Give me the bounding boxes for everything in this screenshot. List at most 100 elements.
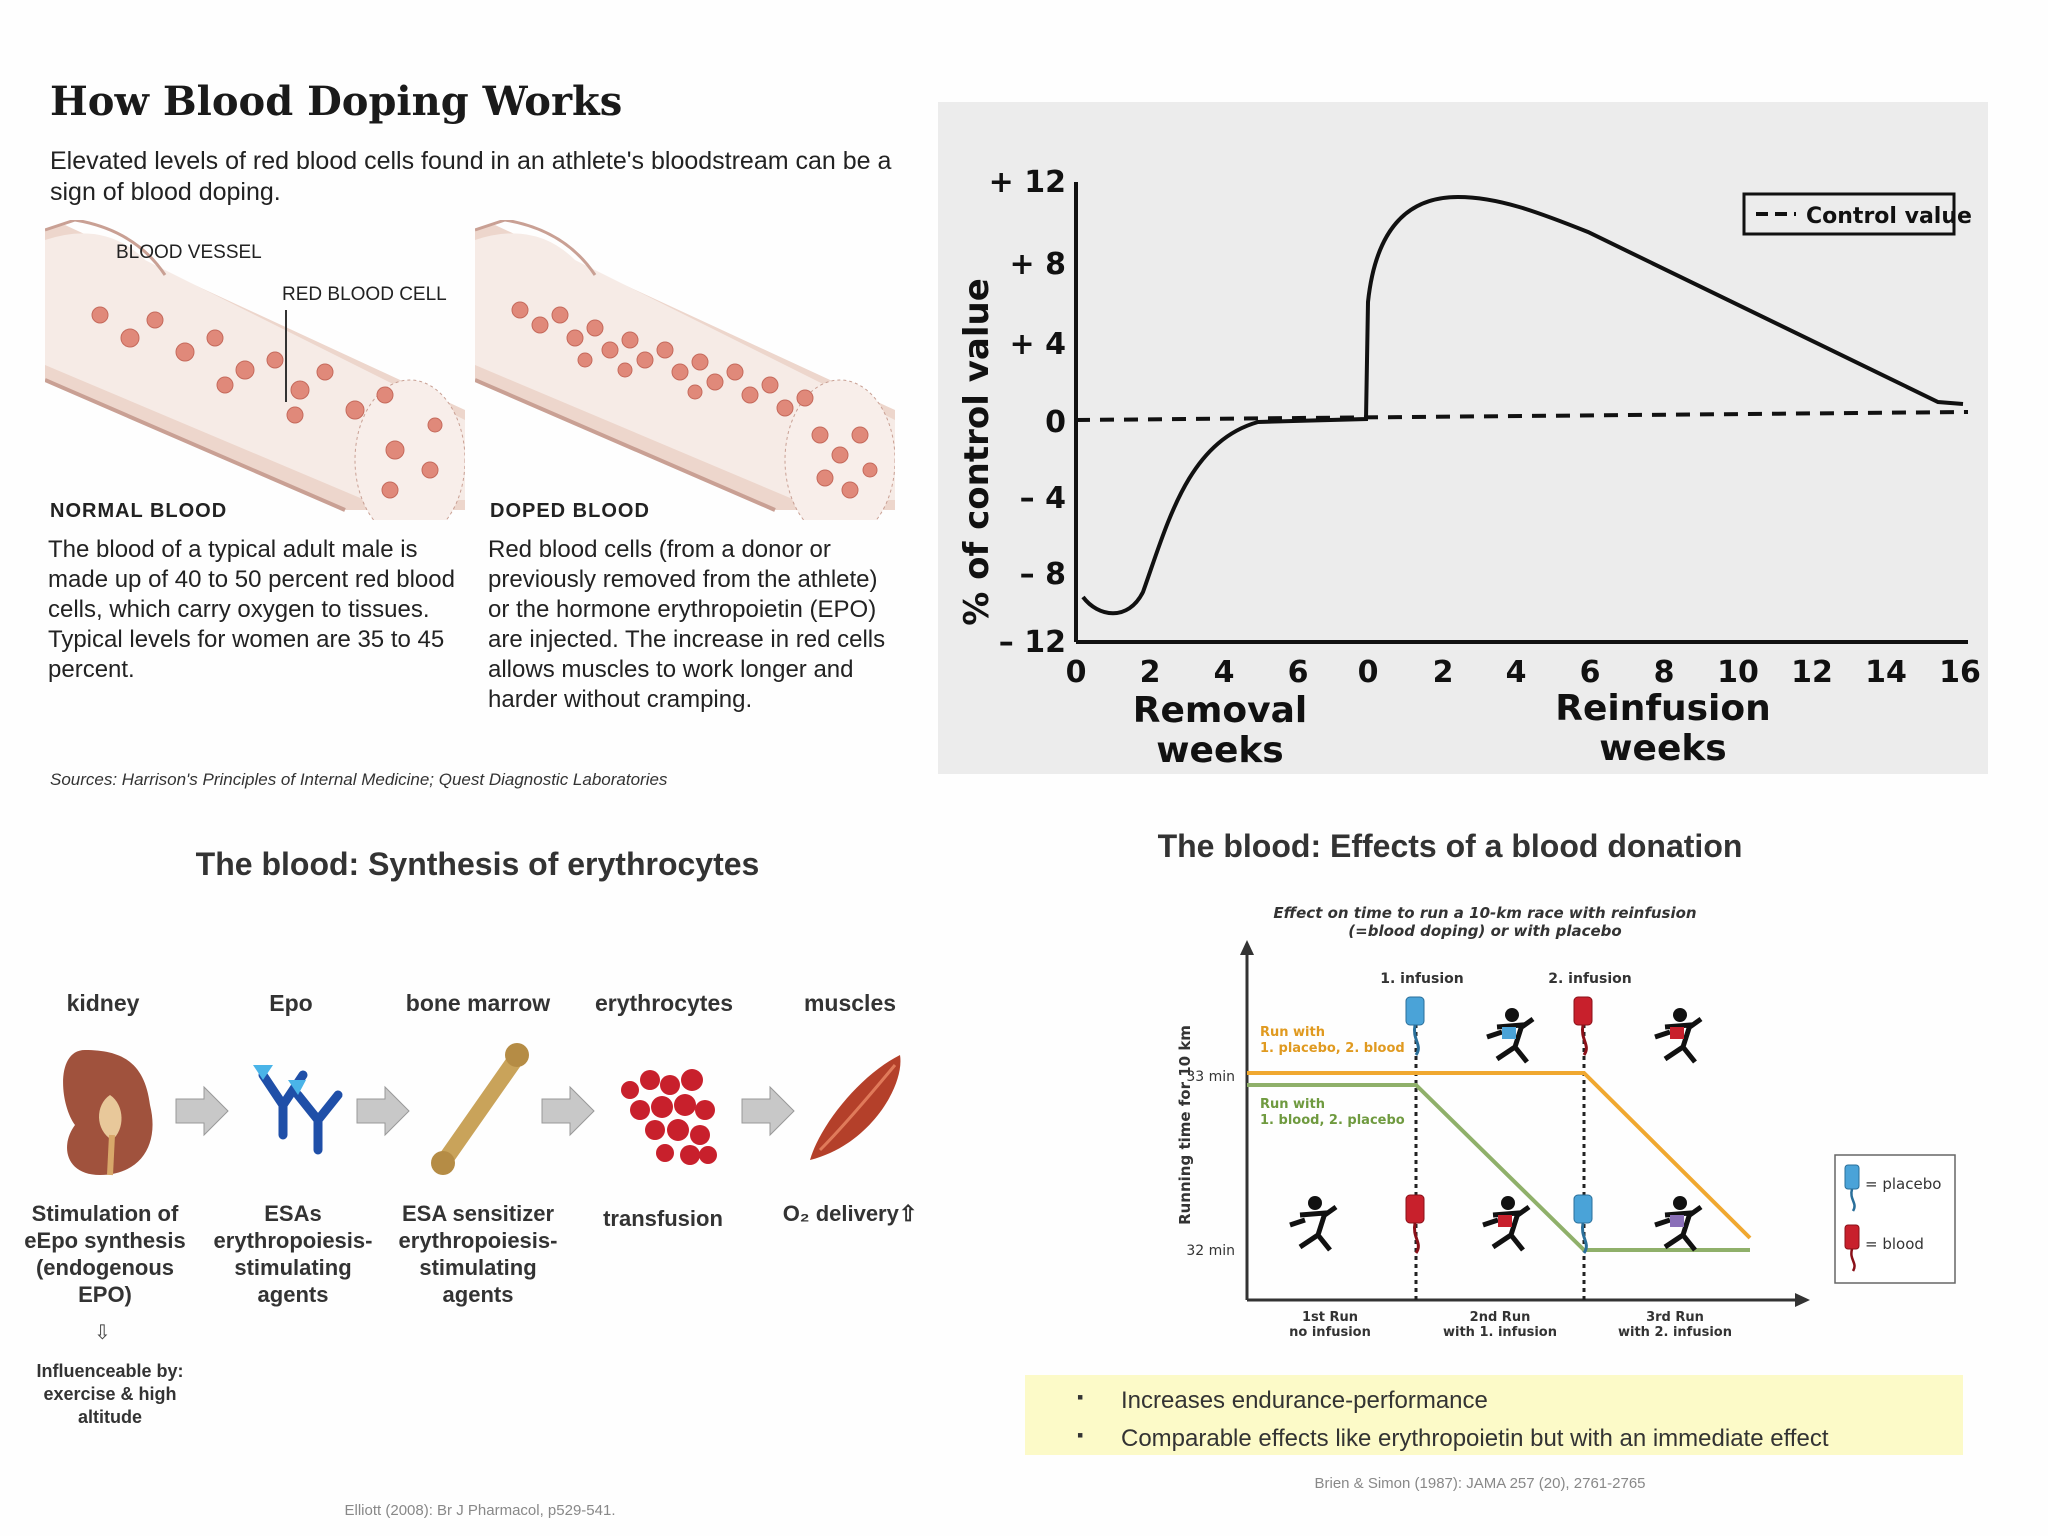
legend-blood-label: = blood <box>1865 1235 1924 1253</box>
runner-placebo-icon <box>1486 1008 1535 1064</box>
ytick-high: 33 min <box>1186 1069 1235 1085</box>
doped-blood-heading: DOPED BLOOD <box>490 500 650 522</box>
series-orange-line <box>1247 1071 1752 1240</box>
donation-title: The blood: Effects of a blood donation <box>1157 828 1743 864</box>
xtick-reinfusion: 12 <box>1791 655 1833 690</box>
legend-label: Control value <box>1806 204 1972 229</box>
label-red-blood-cell: RED BLOOD CELL <box>282 284 447 305</box>
donation-citation: Brien & Simon (1987): JAMA 257 (20), 276… <box>1314 1475 1646 1492</box>
data-curve <box>1081 194 1964 616</box>
arrow-right-icon <box>741 1085 795 1137</box>
reinfusion-label: Reinfusion <box>1555 688 1771 729</box>
step-label-kidney: kidney <box>66 990 140 1016</box>
doped-vessel-illustration <box>475 220 895 520</box>
y-axis-label: Running time for 10 km <box>1176 1025 1194 1225</box>
chart-title-line-1: Effect on time to run a 10-km race with … <box>1273 904 1696 922</box>
run-1-sub: no infusion <box>1289 1325 1371 1340</box>
xtick-reinfusion: 16 <box>1939 655 1981 690</box>
blood-bag-icon <box>1573 996 1593 1056</box>
xtick-reinfusion: 4 <box>1506 655 1527 690</box>
arrow-right-icon <box>356 1085 410 1137</box>
ytick: + 4 <box>1010 327 1066 362</box>
page-title: How Blood Doping Works <box>50 78 623 125</box>
doped-blood-text: Red blood cells (from a donor or previou… <box>488 536 886 713</box>
step-label-erythrocytes: erythrocytes <box>594 990 734 1016</box>
bone-icon <box>431 1043 529 1175</box>
xtick-reinfusion: 0 <box>1358 655 1379 690</box>
step-desc-erythrocytes: transfusion <box>603 1206 723 1231</box>
runner-icon <box>1289 1196 1338 1252</box>
step-label-muscles: muscles <box>803 990 897 1016</box>
series-orange-label-2: 1. placebo, 2. blood <box>1260 1041 1405 1056</box>
xtick-reinfusion: 10 <box>1717 655 1759 690</box>
y-axis-arrowhead <box>1240 940 1254 955</box>
step-desc-epo: ESAs erythropoiesis-stimulating agents <box>213 1201 373 1307</box>
arrow-right-icon <box>175 1085 229 1137</box>
ytick: 0 <box>1045 405 1066 440</box>
series-green-label-2: 1. blood, 2. placebo <box>1260 1113 1405 1128</box>
step-label-bone-marrow: bone marrow <box>405 990 551 1016</box>
step-label-epo: Epo <box>269 990 313 1016</box>
legend-box <box>1742 192 1956 236</box>
series-orange-label: Run with <box>1260 1025 1325 1040</box>
chart-title-line-2: (=blood doping) or with placebo <box>1348 922 1621 940</box>
placebo-bag-icon <box>1573 1194 1593 1254</box>
arrow-right-icon <box>541 1085 595 1137</box>
running-time-chart: Effect on time to run a 10-km race with … <box>1176 904 1956 1340</box>
xtick-removal: 6 <box>1288 655 1309 690</box>
series-green-label: Run with <box>1260 1097 1325 1112</box>
xtick-reinfusion: 2 <box>1433 655 1454 690</box>
step-desc-bone-marrow: ESA sensitizer erythropoiesis-stimulatin… <box>398 1201 558 1307</box>
sources-note: Sources: Harrison's Principles of Intern… <box>50 770 668 789</box>
erythrocytes-icon <box>621 1069 717 1165</box>
x-axis-arrowhead <box>1795 1293 1810 1307</box>
control-value-line <box>1075 410 1969 422</box>
synthesis-citation: Elliott (2008): Br J Pharmacol, p529-541… <box>344 1502 616 1519</box>
placebo-bag-icon <box>1405 996 1425 1056</box>
removal-reinfusion-chart: + 12 + 8 + 4 0 – 4 – 8 – 12 0 2 4 6 0 2 … <box>938 102 1988 774</box>
runner-placebo-icon <box>1654 1196 1703 1252</box>
normal-blood-heading: NORMAL BLOOD <box>50 500 228 522</box>
run-3-sub: with 2. infusion <box>1618 1325 1732 1340</box>
intro-text: Elevated levels of red blood cells found… <box>50 147 892 206</box>
step-desc-kidney: Stimulation of eEpo synthesis (endogenou… <box>24 1201 186 1307</box>
run-2-label: 2nd Run <box>1470 1310 1531 1325</box>
run-2-sub: with 1. infusion <box>1443 1325 1557 1340</box>
series-green-line <box>1247 1083 1750 1252</box>
bullet-text: Increases endurance-performance <box>1121 1387 1488 1414</box>
blood-bag-icon <box>1405 1194 1425 1254</box>
kidney-icon <box>63 1050 153 1176</box>
bullet-marker: ▪ <box>1077 1387 1084 1407</box>
removal-label: Removal <box>1133 690 1307 731</box>
run-1-label: 1st Run <box>1302 1310 1358 1325</box>
down-arrow-icon: ⇩ <box>94 1322 111 1344</box>
ytick-low: 32 min <box>1186 1243 1235 1259</box>
infusion-2-label: 2. infusion <box>1548 971 1631 987</box>
bullet-marker: ▪ <box>1077 1425 1084 1445</box>
influence-note: Influenceable by: exercise & high altitu… <box>36 1361 184 1427</box>
xtick-reinfusion: 14 <box>1865 655 1907 690</box>
y-axis-label: % of control value <box>957 278 997 626</box>
effects-bullet-list: ▪ Increases endurance-performance ▪ Comp… <box>1025 1375 1963 1455</box>
xtick-reinfusion: 6 <box>1580 655 1601 690</box>
xtick-reinfusion: 8 <box>1654 655 1675 690</box>
runner-blood-icon <box>1482 1196 1531 1252</box>
step-desc-muscles: O₂ delivery⇧ <box>782 1201 918 1226</box>
xtick-removal: 2 <box>1140 655 1161 690</box>
muscle-icon <box>810 1055 901 1160</box>
epo-icon <box>253 1065 343 1155</box>
legend-blood-bag-icon <box>1844 1224 1860 1250</box>
synthesis-title: The blood: Synthesis of erythrocytes <box>195 846 760 882</box>
label-pointer-line <box>285 310 287 402</box>
run-3-label: 3rd Run <box>1646 1310 1704 1325</box>
ytick: + 8 <box>1010 247 1066 282</box>
ytick: + 12 <box>989 165 1066 200</box>
xtick-removal: 4 <box>1214 655 1235 690</box>
bullet-text: Comparable effects like erythropoietin b… <box>1121 1425 1829 1452</box>
ytick: – 4 <box>1020 481 1066 516</box>
legend-placebo-label: = placebo <box>1865 1175 1941 1193</box>
label-blood-vessel: BLOOD VESSEL <box>116 242 262 263</box>
ytick: – 12 <box>999 625 1066 660</box>
infusion-1-label: 1. infusion <box>1380 971 1463 987</box>
removal-label-weeks: weeks <box>1156 730 1283 771</box>
